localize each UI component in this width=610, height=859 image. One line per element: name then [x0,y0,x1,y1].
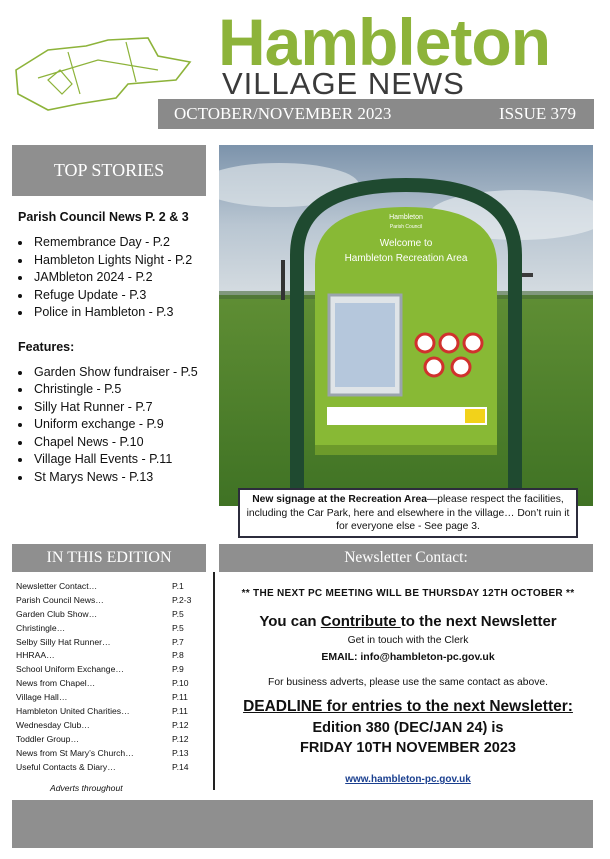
next-edition-text: Edition 380 (DEC/JAN 24) is [312,720,504,736]
toc-row: Wednesday Club… P.12 [14,719,212,733]
list-item: Village Hall Events - P.11 [32,451,223,469]
parish-news-heading: Parish Council News P. 2 & 3 [18,210,189,224]
issue-number: ISSUE 379 [499,104,576,123]
masthead-title: Hambleton [218,5,551,79]
toc-page: P.10 [172,678,189,689]
contact-panel: ** THE NEXT PC MEETING WILL BE THURSDAY … [222,582,594,787]
list-item: Hambleton Lights Night - P.2 [32,252,223,270]
toc-page: P.5 [172,608,184,619]
toc-page: P.11 [172,706,188,717]
list-item: Remembrance Day - P.2 [32,234,223,252]
list-item: Refuge Update - P.3 [32,287,223,305]
features-list: Garden Show fundraiser - P.5 Christingle… [18,364,223,487]
list-item: Chapel News - P.10 [32,434,223,452]
parish-news-list: Remembrance Day - P.2 Hambleton Lights N… [18,234,223,322]
contribute-post: to the next Newsletter [400,613,557,630]
toc-title: Parish Council News… [16,594,104,605]
toc-row: Newsletter Contact… P.1 [14,580,212,594]
toc-page: P.14 [172,761,189,772]
photo-caption: New signage at the Recreation Area—pleas… [238,488,578,538]
clerk-text: Get in touch with the Clerk [347,635,469,646]
deadline-heading: DEADLINE for entries to the next Newslet… [243,698,573,715]
deadline-date: FRIDAY 10TH NOVEMBER 2023 [300,740,516,756]
adverts-note: Adverts throughout [50,783,123,793]
contribute-emphasis: Contribute [320,613,401,630]
toc-title: News from St Mary’s Church… [16,747,134,758]
toc-page: P.13 [172,747,189,758]
contact-email: EMAIL: info@hambleton-pc.gov.uk [321,651,495,663]
toc-page: P.12 [172,719,189,730]
list-item: Silly Hat Runner - P.7 [32,399,223,417]
toc-row: Useful Contacts & Diary… P.14 [14,761,212,775]
list-item: Garden Show fundraiser - P.5 [32,364,223,382]
adverts-text: For business adverts, please use the sam… [268,677,548,688]
toc-title: Hambleton United Charities… [16,706,130,717]
top-stories-heading: TOP STORIES [12,145,206,196]
list-item: Christingle - P.5 [32,381,223,399]
newsletter-contact-heading: Newsletter Contact: [219,544,593,572]
toc-row: Village Hall… P.11 [14,691,212,705]
masthead-subtitle: VILLAGE NEWS [222,66,465,101]
toc-page: P.7 [172,636,184,647]
contribute-heading: You can Contribute to the next Newslette… [222,613,594,630]
toc-page: P.1 [172,581,184,591]
toc-title: News from Chapel… [16,678,96,689]
sign-title-1: Welcome to [380,238,433,249]
toc-row: Parish Council News… P.2-3 [14,594,212,608]
contribute-pre: You can [259,613,321,630]
sign-title-2: Hambleton Recreation Area [345,253,468,264]
toc-title: School Uniform Exchange… [16,664,124,675]
toc-page: P.8 [172,650,184,661]
meeting-notice: ** THE NEXT PC MEETING WILL BE THURSDAY … [241,588,575,599]
issue-date: OCTOBER/NOVEMBER 2023 [174,104,392,123]
toc-row: Selby Silly Hat Runner… P.7 [14,636,212,650]
top-stories-panel: Parish Council News P. 2 & 3 Remembrance… [18,210,223,504]
contents-list: Newsletter Contact… P.1 Parish Council Ne… [14,580,212,774]
toc-row: News from St Mary’s Church… P.13 [14,747,212,761]
caption-text: —please respect the facilities, includin… [246,494,570,532]
recreation-area-photo: Hambleton Parish Council Welcome to Hamb… [219,145,593,506]
toc-row: Toddler Group… P.12 [14,733,212,747]
toc-row: News from Chapel… P.10 [14,677,212,691]
toc-row: Christingle… P.5 [14,622,212,636]
sign-illustration: Hambleton Parish Council Welcome to Hamb… [219,145,593,506]
toc-row: Hambleton United Charities… P.11 [14,705,212,719]
in-this-edition-heading: IN THIS EDITION [12,544,206,572]
issue-bar: OCTOBER/NOVEMBER 2023 ISSUE 379 [158,99,594,129]
list-item: Uniform exchange - P.9 [32,416,223,434]
toc-row: Garden Club Show… P.5 [14,608,212,622]
list-item: St Marys News - P.13 [32,469,223,487]
sign-org-2: Parish Council [390,224,422,230]
toc-title: Selby Silly Hat Runner… [16,636,111,647]
list-item: JAMbleton 2024 - P.2 [32,269,223,287]
toc-row: School Uniform Exchange… P.9 [14,663,212,677]
caption-lead: New signage at the Recreation Area [252,494,427,505]
website-link[interactable]: www.hambleton-pc.gov.uk [345,774,471,785]
toc-title: Useful Contacts & Diary… [16,761,116,772]
toc-title: Christingle… [16,622,66,633]
toc-title: Garden Club Show… [16,608,98,619]
toc-title: HHRAA… [16,650,55,661]
toc-page: P.9 [172,664,184,675]
footer-bar [12,800,593,848]
toc-title: Newsletter Contact… [16,581,98,591]
toc-page: P.2-3 [172,594,192,605]
list-item: Police in Hambleton - P.3 [32,304,223,322]
toc-row: HHRAA… P.8 [14,649,212,663]
features-heading: Features: [18,339,75,354]
toc-page: P.12 [172,733,189,744]
contents-divider [213,572,215,790]
toc-page: P.11 [172,692,188,703]
toc-title: Wednesday Club… [16,719,90,730]
toc-page: P.5 [172,622,184,633]
sign-org: Hambleton [389,214,423,221]
toc-title: Toddler Group… [16,733,80,744]
toc-title: Village Hall… [16,692,68,703]
village-outline-logo [15,37,192,111]
